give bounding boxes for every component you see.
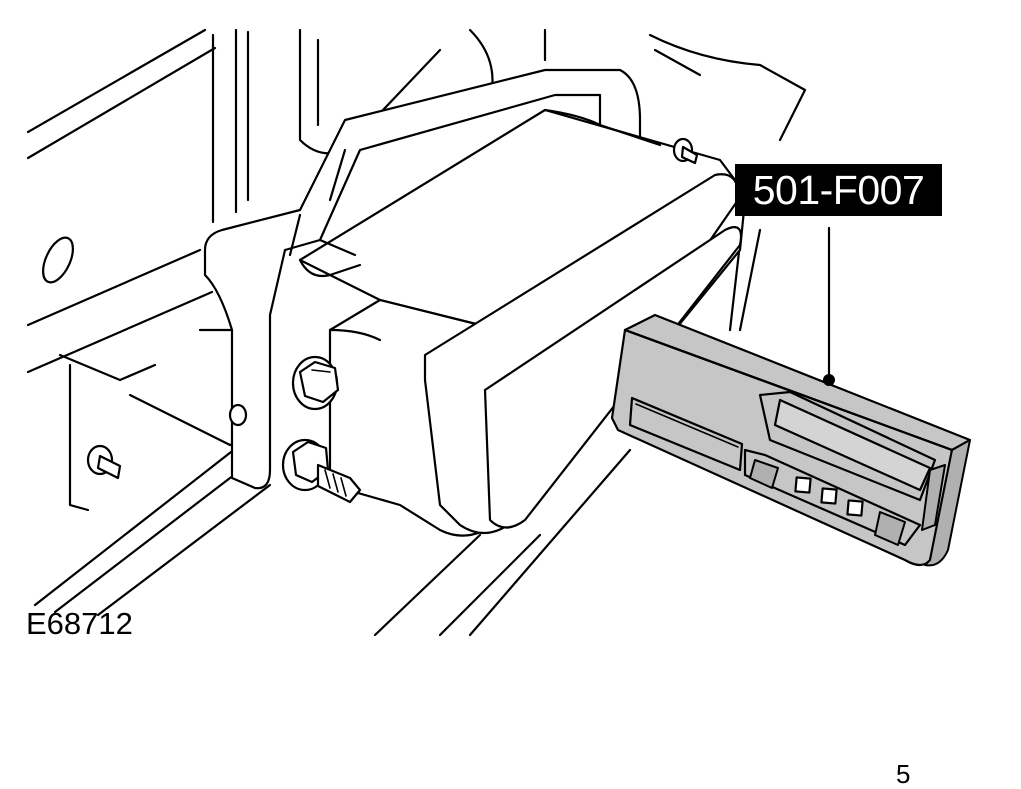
page-mark: 5: [896, 759, 911, 789]
bolt-fasteners: [86, 137, 699, 504]
mounting-bracket: [198, 68, 642, 490]
figure-id: E68712: [26, 606, 133, 641]
module-housing: [298, 108, 747, 537]
tool-number-label: 501-F007: [735, 164, 942, 216]
special-tool-unit: [610, 313, 972, 567]
tool-leader-line: [823, 226, 835, 386]
